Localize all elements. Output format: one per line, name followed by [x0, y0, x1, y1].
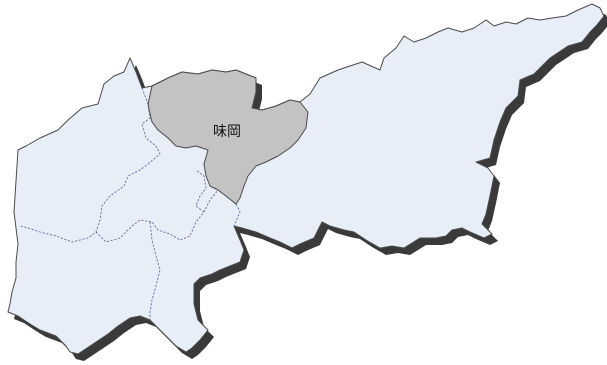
region-label-ajioka: 味岡 [213, 124, 241, 140]
inner-boundary-north [195, 169, 207, 213]
inner-boundary-south [149, 221, 161, 320]
highlighted-region-ajioka[interactable] [147, 69, 309, 205]
inner-boundary-west [19, 87, 161, 243]
base-region [7, 3, 605, 355]
